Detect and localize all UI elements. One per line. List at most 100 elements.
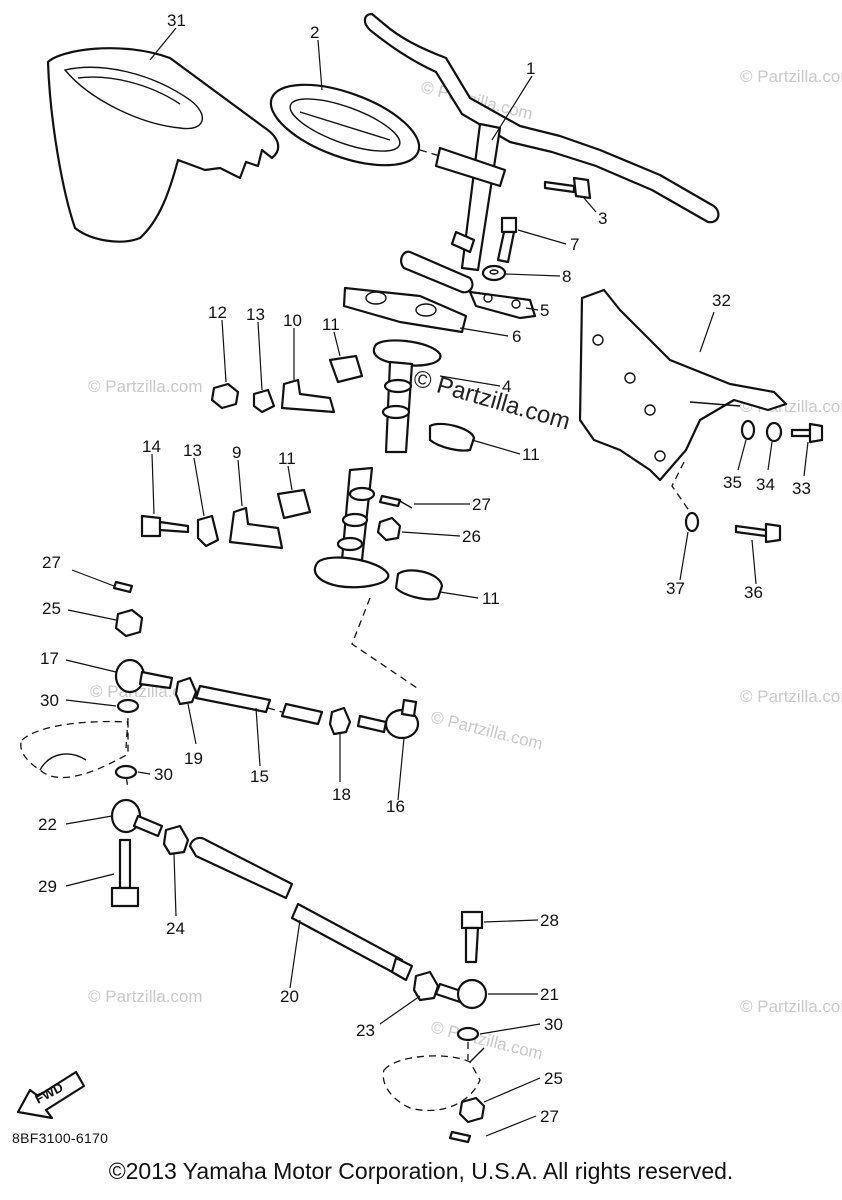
callout-12: 12 <box>208 303 227 322</box>
part-bolt-36 <box>734 522 782 544</box>
callout-4: 4 <box>502 377 511 396</box>
callout-25: 25 <box>544 1069 563 1088</box>
part-handlebar <box>363 12 720 294</box>
watermark: © Partzilla.com <box>740 67 842 86</box>
part-ball-joint-16 <box>356 698 420 740</box>
watermark: © Partzilla.com <box>88 987 203 1006</box>
callout-13: 13 <box>183 441 202 460</box>
callout-7: 7 <box>570 235 579 254</box>
callout-18: 18 <box>332 785 351 804</box>
callout-35: 35 <box>723 473 742 492</box>
part-washer-30c <box>456 1026 480 1042</box>
callout-33: 33 <box>792 479 811 498</box>
watermark: © Partzilla.com <box>88 377 203 396</box>
part-bolt-28 <box>460 910 484 964</box>
callout-34: 34 <box>756 475 775 494</box>
callout-30: 30 <box>40 691 59 710</box>
callout-30: 30 <box>154 765 173 784</box>
watermark: © Partzilla.com <box>429 707 545 753</box>
callout-21: 21 <box>540 985 559 1004</box>
part-grip-ring <box>269 83 421 167</box>
callout-23: 23 <box>356 1021 375 1040</box>
callout-8: 8 <box>562 267 571 286</box>
part-rod-20 <box>188 836 414 982</box>
callout-11: 11 <box>278 449 296 468</box>
callout-19: 19 <box>184 749 203 768</box>
part-clamp-plate-10 <box>280 378 336 414</box>
part-clamp-plate-9 <box>228 506 284 550</box>
callout-20: 20 <box>280 987 299 1006</box>
callout-5: 5 <box>540 301 549 320</box>
callouts: 31 2 1 3 7 8 5 6 12 13 10 11 4 32 11 14 … <box>38 11 811 1126</box>
part-steering-column-4 <box>372 339 442 454</box>
callout-29: 29 <box>38 877 57 896</box>
part-nut-23 <box>412 970 440 1002</box>
part-holder-6 <box>342 286 468 334</box>
callout-27: 27 <box>42 553 61 572</box>
callout-28: 28 <box>540 911 559 930</box>
callout-15: 15 <box>250 767 269 786</box>
callout-36: 36 <box>744 583 763 602</box>
part-rod-15 <box>194 684 324 726</box>
callout-16: 16 <box>386 797 405 816</box>
callout-22: 22 <box>38 815 57 834</box>
part-cotter-pin-27c <box>448 1130 472 1144</box>
callout-10: 10 <box>283 311 302 330</box>
watermark: © Partzilla.com <box>740 687 842 706</box>
part-washer-30b <box>114 764 138 780</box>
callout-11: 11 <box>522 445 540 464</box>
diagram-code: 8BF3100-6170 <box>12 1130 109 1146</box>
callout-32: 32 <box>712 291 731 310</box>
part-bolt-3 <box>543 176 592 200</box>
callout-26: 26 <box>462 527 481 546</box>
part-bushing-11a <box>328 354 364 384</box>
callout-2: 2 <box>310 23 319 42</box>
part-ball-joint-21 <box>434 978 488 1010</box>
callout-17: 17 <box>40 649 59 668</box>
part-nut-8 <box>481 264 507 282</box>
part-washer-30a <box>116 698 140 714</box>
part-panel-32 <box>578 288 788 482</box>
part-bolt-29 <box>110 838 140 908</box>
part-nut-25b <box>458 1096 486 1124</box>
part-bracket-13-lower <box>196 514 220 548</box>
part-washer-34 <box>765 421 783 443</box>
part-arm-right <box>382 1047 485 1112</box>
fwd-arrow-icon: FWD <box>16 1070 86 1120</box>
callout-13: 13 <box>246 305 265 324</box>
part-nut-18 <box>328 706 352 736</box>
part-bracket-13-upper <box>252 388 276 414</box>
copyright-notice: ©2013 Yamaha Motor Corporation, U.S.A. A… <box>108 1158 734 1184</box>
callout-27: 27 <box>540 1107 559 1126</box>
part-nut-26 <box>376 516 402 542</box>
part-cotter-pin-27a <box>378 494 413 509</box>
part-bolt-7 <box>496 216 518 264</box>
part-bushing-11b <box>428 422 476 452</box>
part-nut-25a <box>114 608 144 638</box>
callout-1: 1 <box>526 59 535 78</box>
callout-9: 9 <box>232 443 241 462</box>
callout-24: 24 <box>166 919 185 938</box>
part-nut-24 <box>162 824 190 856</box>
callout-30: 30 <box>544 1015 563 1034</box>
callout-6: 6 <box>512 327 521 346</box>
part-bolt-33 <box>790 422 824 444</box>
part-steering-column-lower <box>313 466 390 589</box>
part-bushing-11c <box>276 488 312 520</box>
part-bushing-11d <box>394 569 444 601</box>
part-clamp-5 <box>468 290 537 320</box>
callout-31: 31 <box>167 11 186 30</box>
part-handlebar-cover <box>46 47 280 243</box>
part-ball-joint-22 <box>110 798 164 838</box>
leader-lines <box>65 27 809 1137</box>
watermark: © Partzilla.com <box>740 997 842 1016</box>
callout-11: 11 <box>482 589 500 608</box>
callout-14: 14 <box>142 437 161 456</box>
part-washer-37 <box>684 511 700 533</box>
part-bolt-14 <box>140 514 190 538</box>
callout-11: 11 <box>322 315 340 334</box>
callout-25: 25 <box>42 599 61 618</box>
callout-37: 37 <box>666 579 685 598</box>
part-cotter-pin-27b <box>112 580 134 594</box>
